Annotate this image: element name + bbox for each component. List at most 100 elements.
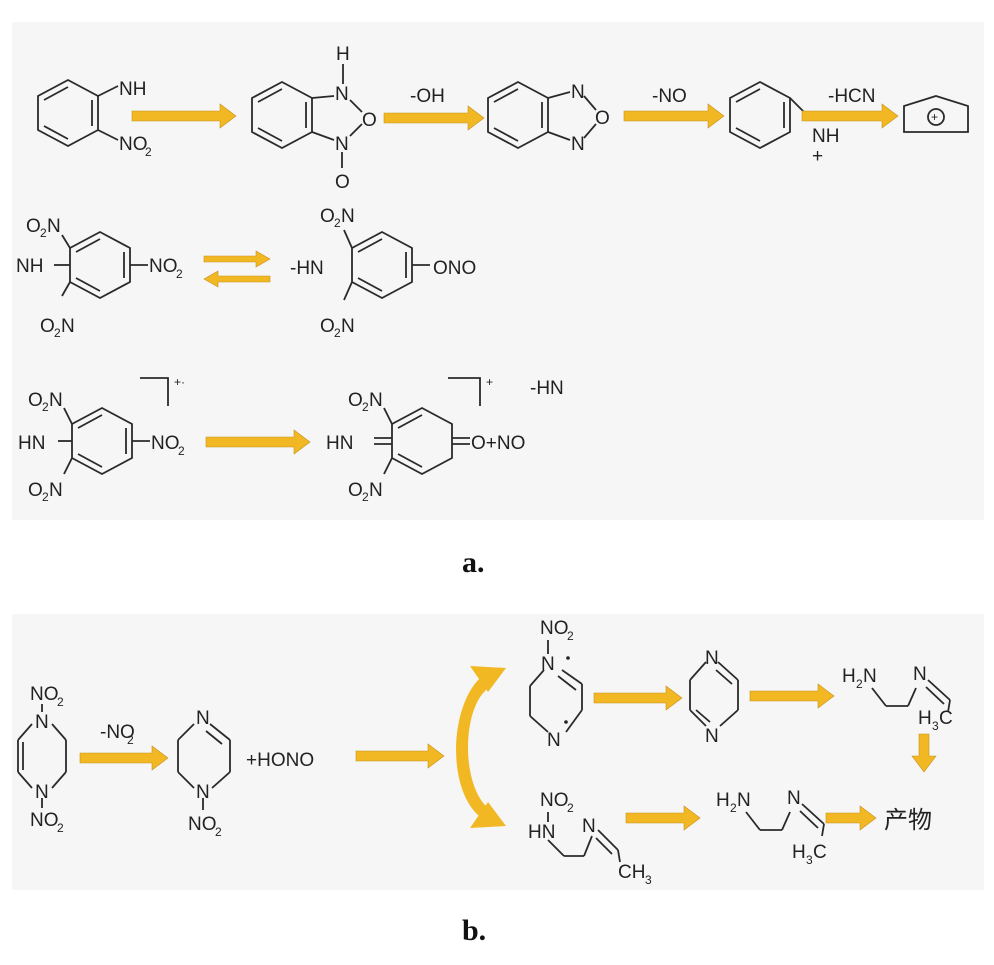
label-n: N	[369, 480, 383, 501]
label-no2: NO	[151, 433, 180, 454]
arrow-label-oh: -OH	[410, 86, 445, 107]
label-o-plus-no: O+NO	[471, 433, 525, 454]
label-subscript: 3	[932, 719, 939, 733]
label-n: N	[341, 316, 355, 337]
label-nh: NH	[16, 256, 43, 277]
label-o2n: O	[40, 316, 55, 337]
label-no2: NO	[119, 134, 148, 155]
label-subscript: 2	[567, 801, 574, 815]
label-subscript: 2	[57, 695, 64, 709]
label-cation-charge: +	[486, 375, 493, 389]
molecule-nitroamine-chain: NO 2 HN N CH 3	[528, 790, 652, 887]
equilibrium-arrow-forward	[203, 250, 271, 268]
reaction-arrow	[801, 103, 899, 129]
label-n: N	[863, 666, 877, 687]
label-subscript: 2	[57, 821, 64, 835]
reaction-arrow	[383, 105, 485, 131]
molecule-quinone-imine-cation: O 2 N HN O+NO O 2 N + -HN	[326, 375, 564, 504]
reaction-arrow	[623, 103, 725, 129]
panel-b-background	[12, 614, 984, 890]
label-n: N	[49, 480, 63, 501]
arrow-label-hcn: -HCN	[828, 86, 876, 107]
label-h2n: H	[842, 666, 856, 687]
molecule-pyrazine: N N	[689, 648, 739, 747]
label-loss-hn: -HN	[530, 378, 564, 399]
label-no2: NO	[540, 790, 569, 811]
label-n: N	[335, 134, 349, 155]
panel-a-background	[12, 22, 984, 520]
label-subscript: 2	[176, 267, 183, 281]
caption-b: b.	[462, 914, 486, 947]
label-n: N	[35, 782, 49, 803]
label-n: N	[705, 726, 719, 747]
label-h: H	[336, 44, 350, 65]
reaction-arrow	[79, 745, 169, 771]
label-plus: +	[812, 146, 823, 167]
label-o2n: O	[348, 480, 363, 501]
label-plus-hono: +HONO	[246, 750, 314, 771]
label-n: N	[737, 790, 751, 811]
reaction-arrow	[355, 743, 445, 769]
equilibrium-arrow-reverse	[203, 270, 271, 288]
molecule-nitro-dihydropyrazine: N N NO 2	[177, 708, 231, 839]
label-h3c: H	[918, 708, 932, 729]
label-n: N	[571, 134, 585, 155]
label-no2: NO	[149, 256, 178, 277]
label-subscript: 2	[178, 444, 185, 458]
label-subscript: 2	[856, 677, 863, 691]
label-o2n: O	[28, 480, 43, 501]
label-radical-cation: +·	[174, 375, 185, 389]
reaction-arrow	[205, 429, 311, 455]
label-hn: -HN	[290, 258, 324, 279]
arrow-label-subscript: 2	[127, 733, 134, 747]
label-no2: NO	[30, 810, 59, 831]
molecule-aminoethyl-ethanimine-lower: H 2 N N H 3 C	[716, 788, 827, 867]
label-no2-subscript: 2	[145, 145, 152, 159]
label-subscript: 2	[42, 400, 49, 414]
label-h3c: H	[792, 842, 806, 863]
label-ono: ONO	[433, 258, 476, 279]
label-n: N	[196, 708, 210, 729]
label-o2n: O	[320, 316, 335, 337]
label-h2n: H	[716, 790, 730, 811]
label-n: N	[341, 206, 355, 227]
molecule-nitroaniline: NH NO 2	[37, 78, 152, 159]
label-subscript: 2	[40, 226, 47, 240]
label-nh: NH	[812, 126, 839, 147]
label-n: N	[571, 82, 585, 103]
label-o: O	[335, 172, 350, 193]
label-o: O	[362, 110, 377, 131]
molecule-dinitro-tetrahydropyrazine: NO 2 N N NO 2	[17, 684, 67, 835]
label-subscript: 3	[645, 873, 652, 887]
label-o2n: O	[320, 206, 335, 227]
label-subscript: 2	[362, 490, 369, 504]
label-n: N	[705, 648, 719, 669]
label-subscript: 2	[42, 490, 49, 504]
arrow-label-no2: -NO	[100, 722, 135, 743]
label-n: N	[35, 712, 49, 733]
reaction-arrow	[593, 685, 683, 711]
label-subscript: 2	[54, 326, 61, 340]
label-no2: NO	[30, 684, 59, 705]
label-subscript: 3	[806, 853, 813, 867]
reaction-arrow	[749, 683, 835, 709]
label-n: N	[61, 316, 75, 337]
label-n: N	[47, 216, 61, 237]
molecule-cyclopentadienyl-cation: +	[903, 95, 969, 133]
label-hn: HN	[326, 433, 353, 454]
label-n: N	[541, 654, 555, 675]
label-subscript: 2	[730, 801, 737, 815]
caption-a: a.	[462, 546, 485, 579]
label-subscript: 2	[362, 400, 369, 414]
label-hn: HN	[18, 433, 45, 454]
label-plus: +	[931, 110, 938, 124]
label-n: N	[369, 390, 383, 411]
label-nh: NH	[119, 79, 146, 100]
label-n: N	[49, 390, 63, 411]
label-product: 产物	[884, 807, 932, 834]
reaction-arrow-down	[911, 733, 937, 773]
molecule-aminoethyl-ethanimine-upper: H 2 N N H 3 C	[842, 664, 953, 733]
label-hn: HN	[528, 822, 555, 843]
molecule-picramide: O 2 N NH NO 2 O 2 N	[16, 216, 183, 340]
label-c: C	[813, 842, 827, 863]
